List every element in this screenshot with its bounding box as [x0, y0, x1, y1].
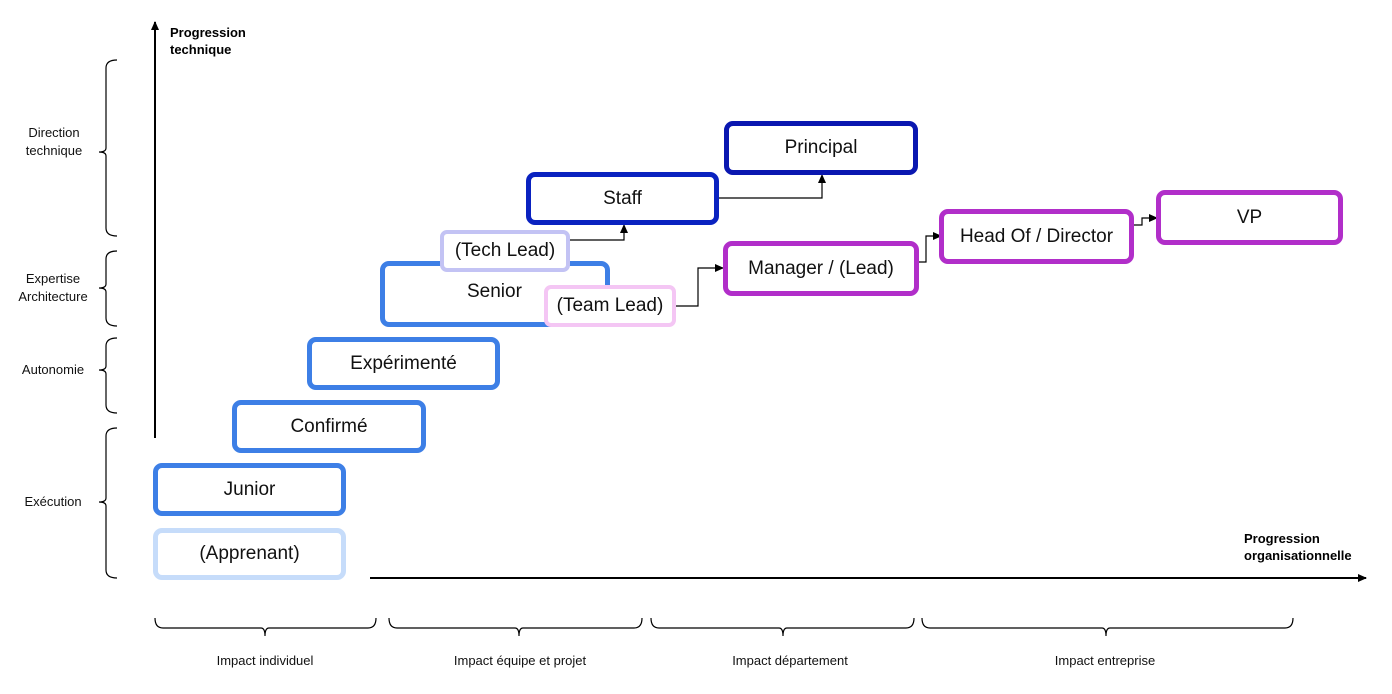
brace-expertise-architecture [98, 250, 118, 327]
connector-tech-lead-to-staff [569, 224, 628, 241]
label-autonomie: Autonomie [21, 362, 85, 377]
label-impact-individuel: Impact individuel [216, 653, 314, 668]
role-label-principal: Principal [784, 137, 858, 158]
role-label-experimente: Expérimenté [350, 352, 457, 374]
x-axis-label-line2: organisationnelle [1244, 548, 1352, 563]
connector-staff-to-principal [719, 174, 826, 199]
label-expertise-architecture-line2: Architecture [18, 289, 88, 304]
x-axis-label-line1: Progression [1244, 531, 1320, 546]
role-label-staff: Staff [603, 187, 642, 209]
brace-direction-technique [98, 59, 118, 237]
label-expertise-architecture: Expertise Architecture [8, 270, 98, 306]
y-axis-label-line2: technique [170, 42, 232, 57]
label-impact-entreprise: Impact entreprise [1054, 653, 1156, 668]
role-label-vp: VP [1236, 207, 1263, 228]
role-label-manager: Manager / (Lead) [748, 257, 894, 279]
role-label-apprenant: (Apprenant) [199, 543, 300, 564]
role-box-principal: Principal [724, 121, 918, 175]
role-label-confirme: Confirmé [290, 415, 368, 437]
role-box-head-of: Head Of / Director [939, 209, 1134, 264]
role-label-junior: Junior [223, 478, 276, 500]
label-execution: Exécution [24, 494, 82, 509]
label-impact-equipe: Impact équipe et projet [453, 653, 587, 668]
role-box-manager: Manager / (Lead) [723, 241, 919, 296]
label-impact-departement: Impact département [732, 653, 848, 668]
role-label-tech-lead: (Tech Lead) [454, 240, 556, 261]
x-axis-label: Progression organisationnelle [1244, 530, 1352, 564]
brace-execution [98, 427, 118, 579]
role-box-tech-lead: (Tech Lead) [440, 230, 570, 272]
brace-impact-departement [650, 617, 915, 637]
role-box-junior: Junior [153, 463, 346, 516]
label-direction-technique-line2: technique [25, 143, 83, 158]
role-box-apprenant: (Apprenant) [153, 528, 346, 580]
brace-impact-equipe [388, 617, 643, 637]
label-expertise-architecture-line1: Expertise [25, 271, 81, 286]
label-direction-technique: Direction technique [12, 124, 96, 160]
role-label-senior: Senior [467, 281, 522, 302]
role-box-confirme: Confirmé [232, 400, 426, 453]
brace-impact-entreprise [921, 617, 1294, 637]
role-box-vp: VP [1156, 190, 1343, 245]
label-direction-technique-line1: Direction [28, 125, 80, 140]
role-box-staff: Staff [526, 172, 719, 225]
role-label-team-lead: (Team Lead) [556, 295, 664, 316]
y-axis-label: Progression technique [170, 24, 246, 58]
brace-autonomie [98, 337, 118, 414]
y-axis-label-line1: Progression [170, 25, 246, 40]
brace-impact-individuel [154, 617, 377, 637]
connector-head-of-to-vp [1134, 214, 1158, 226]
role-box-experimente: Expérimenté [307, 337, 500, 390]
connector-manager-to-head-of [919, 232, 942, 263]
connector-team-lead-to-manager [676, 264, 724, 307]
role-box-team-lead: (Team Lead) [544, 285, 676, 327]
role-label-head-of: Head Of / Director [959, 225, 1114, 247]
